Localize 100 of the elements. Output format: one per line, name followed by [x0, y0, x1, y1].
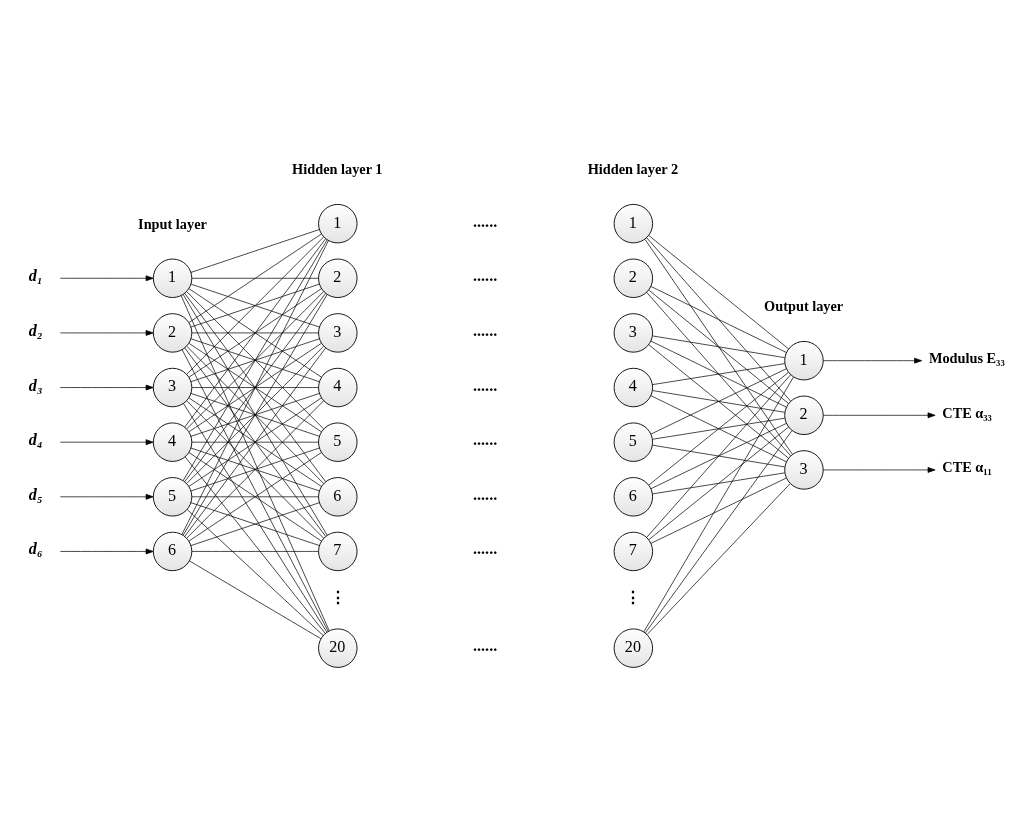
arrow [60, 274, 154, 281]
label: ...... [473, 212, 498, 230]
node-text: Modulus E₃₃ [928, 349, 1005, 366]
node-circle: 4 [318, 367, 358, 407]
connector [186, 345, 324, 484]
label: ⋮ [625, 588, 642, 606]
node-circle: 7 [613, 531, 654, 571]
connector [191, 441, 319, 443]
connector [186, 290, 324, 429]
connector [648, 343, 789, 458]
connector [644, 429, 793, 633]
label: ...... [473, 266, 498, 284]
node-circle: 6 [318, 476, 358, 516]
label: Input layer [138, 215, 207, 232]
connector [190, 337, 320, 382]
connector [648, 289, 789, 404]
connector [643, 376, 794, 632]
node-circle: 2 [784, 395, 824, 435]
node-circle: 5 [152, 476, 193, 516]
connector [188, 342, 322, 432]
node-text: d₃ [28, 376, 43, 394]
node-circle: 4 [613, 367, 654, 407]
label: ...... [473, 430, 498, 448]
arrow [823, 357, 923, 364]
arrow [60, 493, 154, 500]
label: Output layer [764, 297, 844, 314]
connector [646, 236, 791, 402]
arrow [823, 466, 936, 473]
node-circle: 20 [318, 627, 358, 668]
connector [652, 444, 786, 467]
connector [650, 340, 787, 407]
node-circle: 6 [613, 476, 654, 516]
connector [646, 482, 791, 635]
connector [646, 291, 791, 456]
node-circle: 2 [318, 258, 358, 298]
node-circle: 6 [152, 531, 193, 571]
node-circle: 1 [152, 258, 193, 298]
label: Hidden layer 1 [292, 160, 383, 177]
connector [652, 417, 786, 440]
connector [650, 394, 787, 462]
node-circle: 2 [613, 258, 654, 298]
connector [186, 400, 324, 538]
connector [184, 292, 326, 482]
node-text: d₂ [28, 321, 43, 339]
connector [191, 277, 319, 279]
node-circle: 5 [613, 421, 654, 462]
connector [190, 501, 320, 546]
label: ⋮ [329, 588, 346, 606]
connector [648, 371, 789, 485]
node-text: d₁ [28, 266, 43, 284]
node-circle: 3 [613, 312, 654, 353]
connector [183, 402, 328, 632]
node-circle: 4 [152, 421, 193, 462]
connector [181, 349, 329, 631]
connector [190, 228, 320, 273]
arrow [60, 329, 154, 336]
connector [650, 422, 787, 489]
connector [189, 560, 322, 639]
connector [184, 456, 326, 634]
connector [646, 373, 791, 538]
connector [191, 332, 319, 333]
node-circle: 1 [784, 340, 824, 380]
connector [191, 386, 319, 388]
node-text: d₆ [28, 539, 43, 557]
label: ...... [473, 539, 498, 557]
label: ...... [473, 376, 498, 394]
node-circle: 3 [152, 367, 193, 407]
connector [184, 237, 326, 428]
connector [191, 550, 319, 552]
node-circle: 3 [318, 312, 358, 353]
node-text: d₄ [28, 430, 43, 448]
node-circle: 5 [318, 421, 358, 462]
connector [650, 367, 787, 434]
connector [180, 294, 330, 631]
node-circle: 20 [613, 627, 654, 668]
connector [186, 236, 324, 374]
connector [650, 285, 787, 353]
label: ...... [473, 321, 498, 339]
connector [186, 508, 324, 636]
label: ...... [473, 485, 498, 503]
node-text: CTE α₃₃ [942, 404, 992, 421]
node-circle: 1 [318, 203, 358, 243]
connector [190, 392, 320, 437]
connector [650, 477, 787, 544]
connector [652, 362, 786, 385]
connector [190, 447, 320, 491]
arrow [60, 384, 154, 390]
node-circle: 1 [613, 203, 654, 243]
node-circle: 7 [318, 531, 358, 571]
connector [652, 472, 786, 494]
connector [644, 238, 793, 455]
arrow [823, 411, 936, 418]
connector [652, 389, 786, 413]
arrow [60, 438, 154, 445]
label: ...... [473, 636, 498, 654]
connector [181, 239, 329, 535]
connector [652, 335, 786, 358]
node-circle: 3 [784, 449, 824, 490]
connector [648, 234, 789, 349]
node-text: CTE α₁₁ [942, 458, 992, 475]
